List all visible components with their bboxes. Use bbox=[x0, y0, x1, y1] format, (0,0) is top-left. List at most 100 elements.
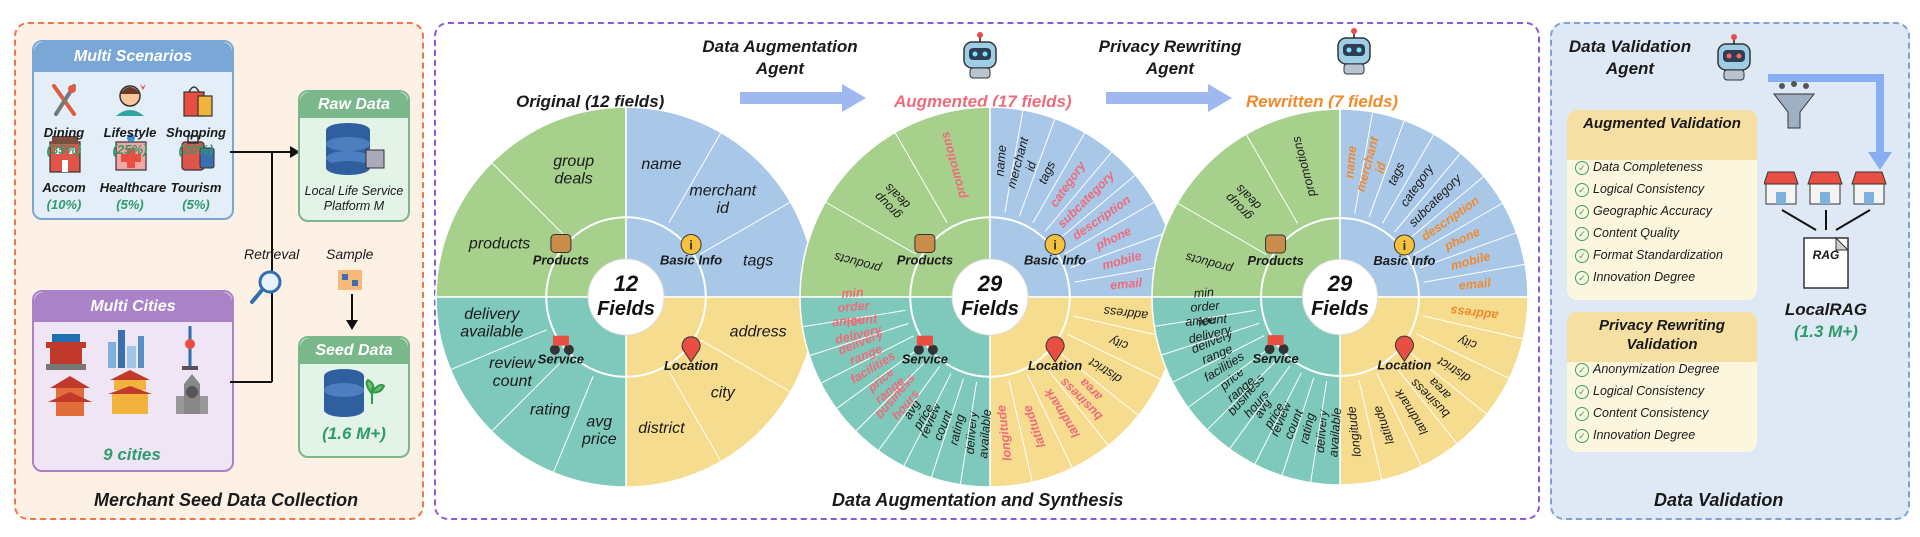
check-item-label: Geographic Accuracy bbox=[1593, 204, 1713, 218]
products-sector bbox=[1151, 108, 1341, 298]
category-service-label: Service bbox=[1252, 351, 1298, 366]
field-divider bbox=[1032, 132, 1086, 223]
magnifier-icon bbox=[250, 270, 282, 304]
collection-panel-title: Merchant Seed Data Collection bbox=[94, 490, 359, 510]
field-divider bbox=[825, 201, 916, 255]
scenario-shopping-label: Shopping bbox=[166, 125, 226, 140]
robot-icon bbox=[1717, 34, 1751, 81]
field-divider bbox=[809, 323, 909, 357]
localrag-value: (1.3 M+) bbox=[1794, 322, 1858, 341]
field-divider bbox=[835, 347, 921, 410]
check-item-label: Innovation Degree bbox=[1593, 270, 1696, 284]
robot-icon bbox=[963, 32, 997, 79]
field-divider bbox=[877, 366, 940, 452]
field-divider bbox=[1413, 202, 1504, 255]
field-divider bbox=[1176, 202, 1267, 255]
scooter-icon bbox=[1264, 344, 1275, 355]
augmentation-agent-label: Data Augmentation Agent bbox=[702, 37, 858, 78]
check-icon: ✓ bbox=[1575, 204, 1589, 219]
stores-to-rag-icon bbox=[1764, 171, 1887, 289]
field-divider bbox=[1376, 373, 1423, 467]
field-label: deliveryavailable bbox=[963, 408, 995, 459]
field-label: address bbox=[1450, 303, 1499, 322]
validation-check-item: ✓Content Quality bbox=[1575, 226, 1679, 241]
multi-scenarios-box: Multi Scenarios bbox=[32, 40, 234, 220]
field-label: name bbox=[993, 144, 1010, 176]
products-bag-icon bbox=[914, 234, 936, 253]
validation-agent-label: Data Validation Agent bbox=[1568, 37, 1692, 78]
privacy-agent-label: Privacy Rewriting Agent bbox=[1098, 37, 1242, 78]
cathedral-icon bbox=[176, 374, 208, 414]
check-item-label: Anonymization Degree bbox=[1593, 362, 1720, 376]
field-divider bbox=[1394, 152, 1462, 233]
field-label: rating bbox=[530, 402, 570, 419]
check-icon: ✓ bbox=[1575, 248, 1589, 263]
field-divider bbox=[668, 132, 722, 223]
category-service-label: Service bbox=[902, 352, 948, 367]
rag-doc-label: RAG bbox=[1812, 248, 1840, 262]
field-divider bbox=[1154, 309, 1257, 327]
tower-icon bbox=[182, 326, 198, 370]
collection-connectors bbox=[230, 146, 300, 383]
scenario-dining-pct: (35%) bbox=[46, 142, 82, 157]
wheel-rewritten-title: Rewritten (7 fields) bbox=[1246, 92, 1399, 111]
robot-icon bbox=[1337, 28, 1371, 75]
field-label: address bbox=[1103, 304, 1149, 323]
field-label: email bbox=[1110, 276, 1144, 293]
yellow-tower-icon bbox=[108, 370, 152, 414]
check-icon: ✓ bbox=[1575, 182, 1589, 197]
category-location-label: Location bbox=[1028, 358, 1082, 373]
check-item-label: Logical Consistency bbox=[1593, 384, 1705, 398]
field-label: minorderamount bbox=[829, 285, 878, 330]
field-label: district bbox=[638, 420, 685, 437]
check-icon: ✓ bbox=[1575, 270, 1589, 285]
center-count: 29 bbox=[977, 271, 1003, 296]
scenario-tourism-label: Tourism bbox=[170, 180, 222, 195]
sample-label: Sample bbox=[326, 246, 374, 262]
inner-ring bbox=[1260, 217, 1420, 377]
field-divider bbox=[1404, 175, 1485, 243]
check-icon: ✓ bbox=[1575, 362, 1589, 377]
info-icon bbox=[1044, 234, 1066, 255]
check-item-label: Innovation Degree bbox=[1593, 428, 1696, 442]
field-divider bbox=[491, 357, 566, 432]
field-label: name bbox=[1343, 145, 1360, 179]
validation-check-item: ✓ Anonymization Degree bbox=[1575, 362, 1719, 377]
validation-check-item: ✓Format Standardization bbox=[1575, 248, 1723, 263]
center-label: Fields bbox=[961, 298, 1019, 320]
field-label: email bbox=[1458, 276, 1492, 293]
validation-panel-title: Data Validation bbox=[1654, 490, 1784, 510]
field-divider bbox=[1172, 335, 1265, 383]
category-location-label: Location bbox=[664, 358, 718, 373]
field-divider bbox=[1245, 133, 1298, 224]
center-circle bbox=[1301, 258, 1379, 336]
field-label: address bbox=[730, 324, 787, 341]
field-divider bbox=[802, 309, 906, 328]
field-label: city bbox=[711, 385, 736, 402]
check-item-label: Logical Consistency bbox=[1593, 182, 1705, 196]
field-divider bbox=[1310, 380, 1328, 483]
database-icon bbox=[326, 123, 385, 175]
category-basic-label: Basic Info bbox=[660, 253, 722, 268]
center-count: 29 bbox=[1327, 271, 1353, 296]
category-products-label: Products bbox=[1247, 253, 1303, 268]
scenario-dining-label: Dining bbox=[43, 125, 85, 140]
scooter-icon bbox=[913, 344, 924, 355]
field-divider bbox=[1004, 109, 1024, 213]
field-divider bbox=[1382, 133, 1435, 224]
field-divider bbox=[1358, 379, 1383, 481]
field-divider bbox=[1070, 231, 1169, 269]
wheel-original-title: Original (12 fields) bbox=[516, 92, 665, 111]
field-divider bbox=[1354, 111, 1374, 214]
check-icon: ✓ bbox=[1575, 160, 1589, 175]
field-divider bbox=[959, 381, 978, 485]
field-divider bbox=[1161, 322, 1260, 356]
category-basic-label: Basic Info bbox=[1373, 253, 1435, 268]
seed-data-title: Seed Data bbox=[300, 338, 408, 364]
field-divider bbox=[1067, 333, 1162, 380]
